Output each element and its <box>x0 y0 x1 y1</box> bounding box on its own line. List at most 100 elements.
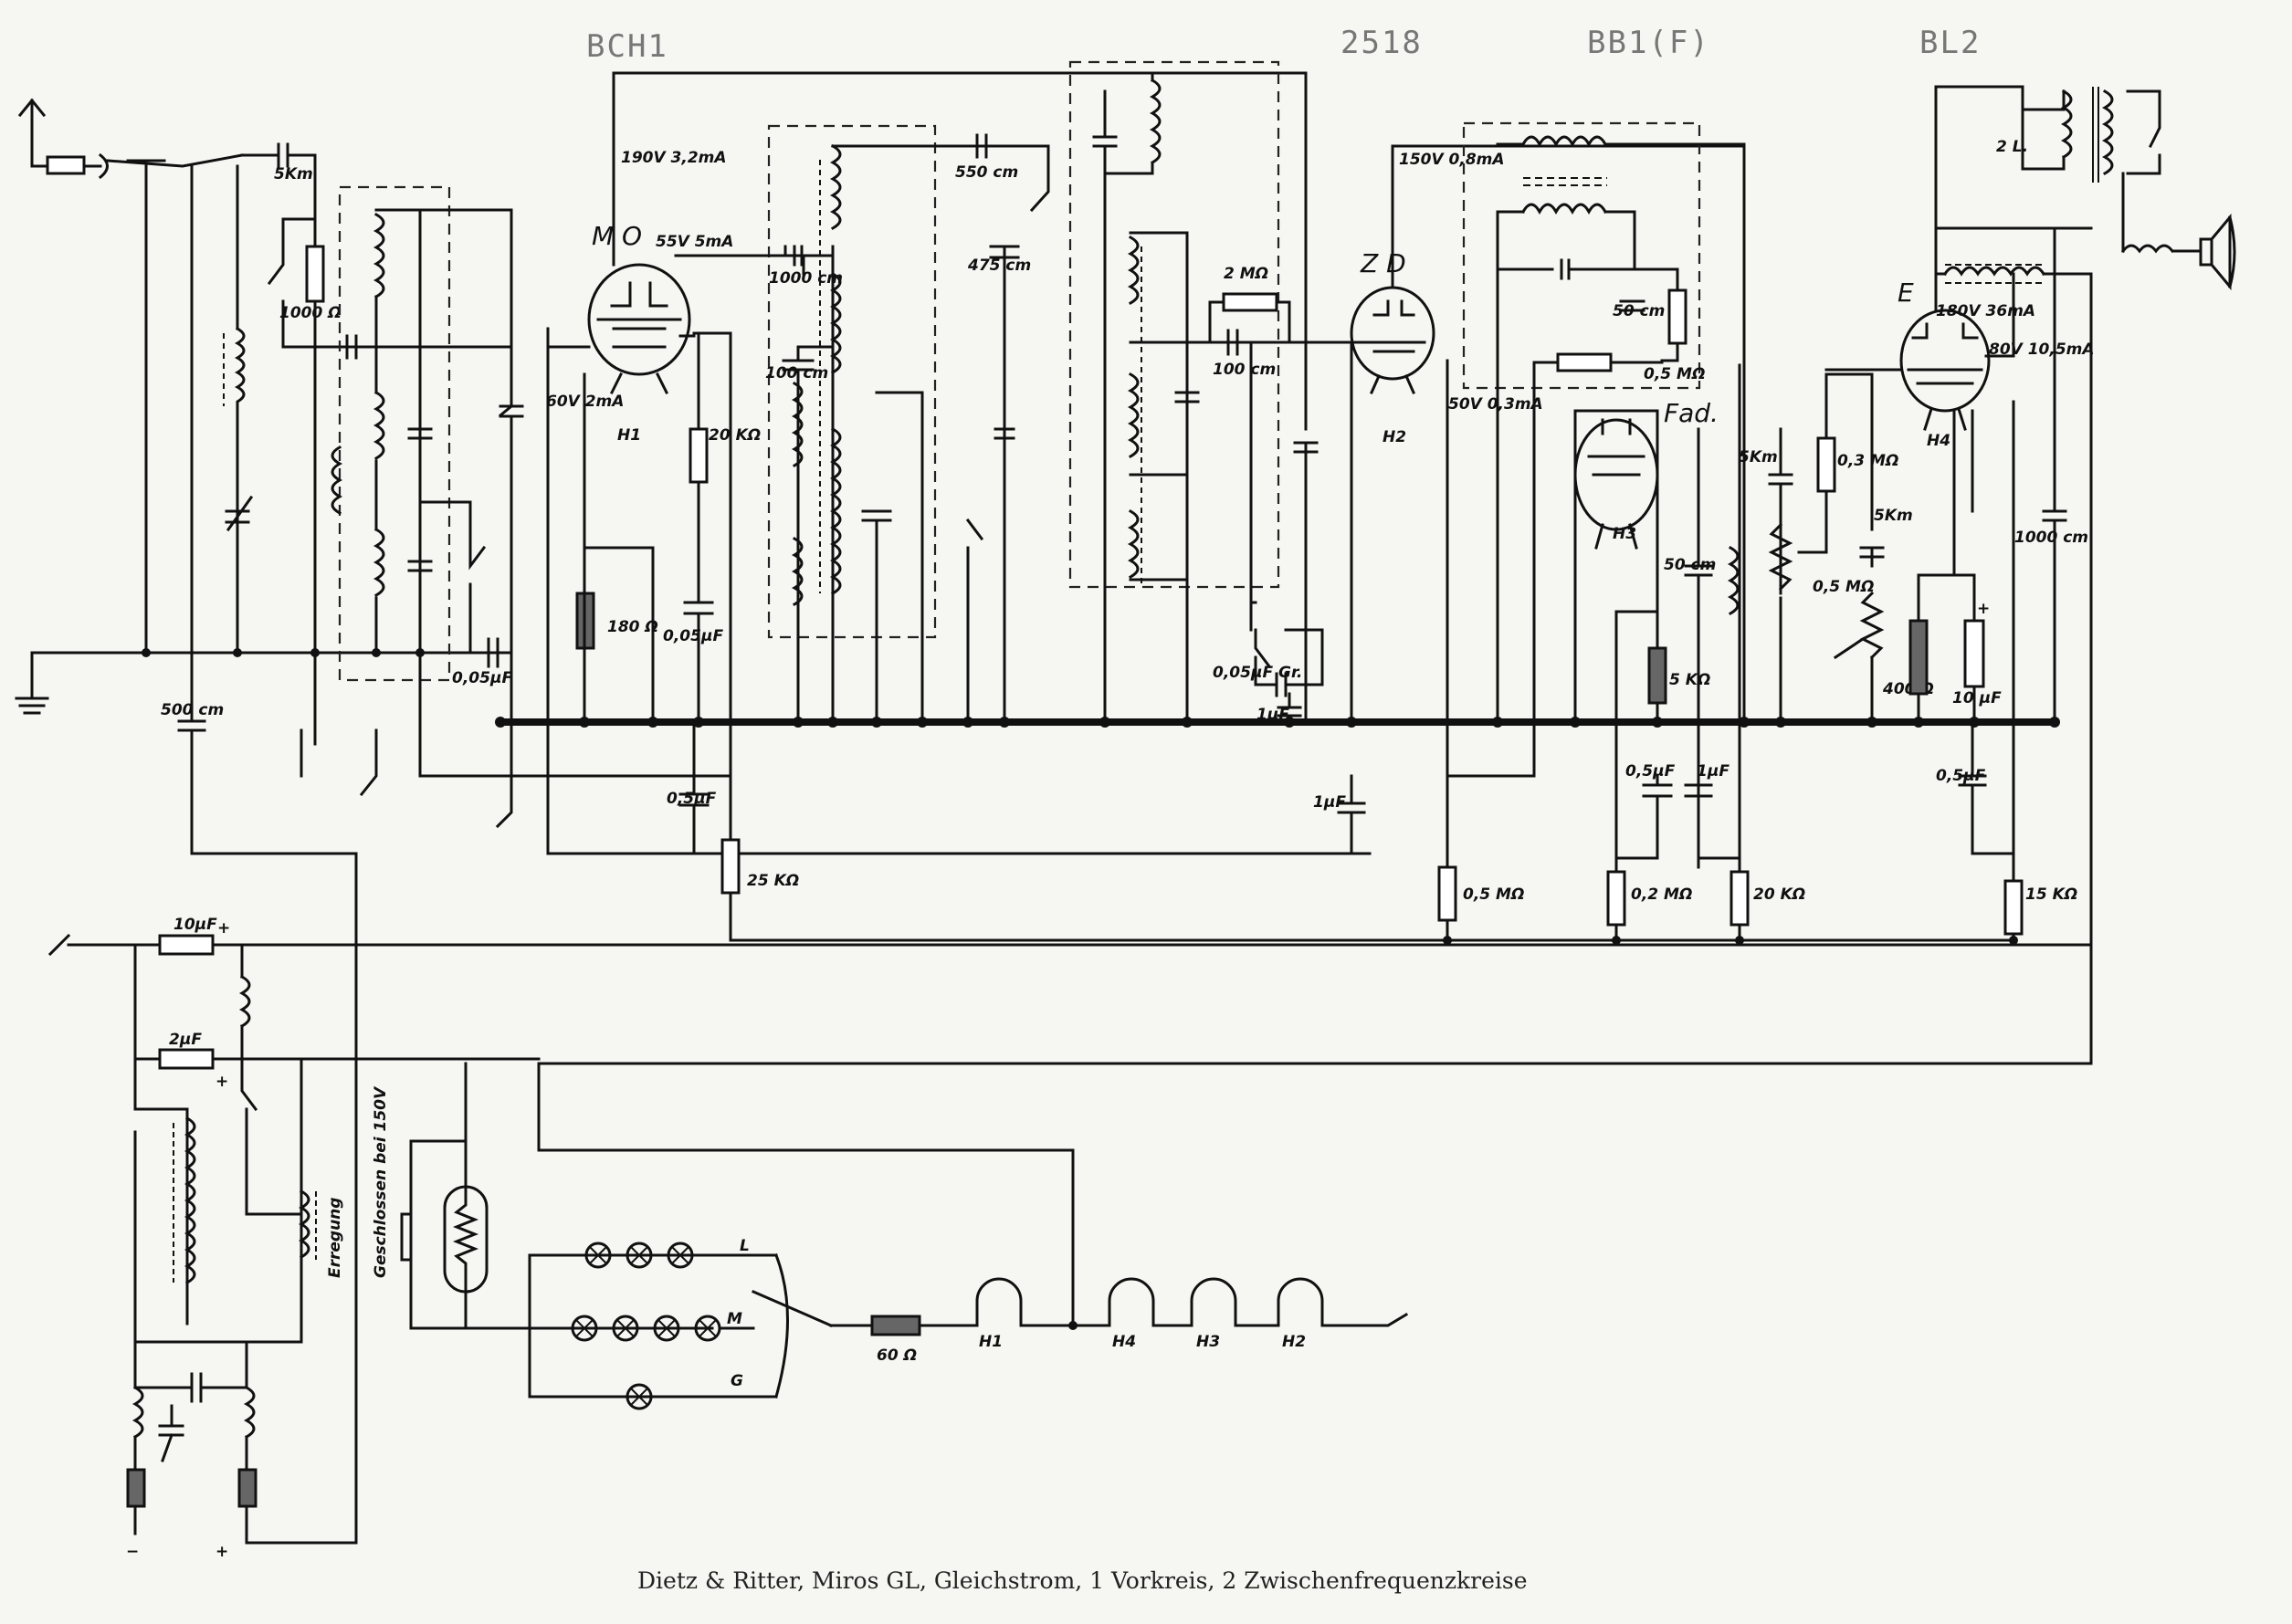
label-r-02m: 0,2 MΩ <box>1631 885 1692 904</box>
label-r-25k: 25 KΩ <box>747 872 799 890</box>
grid-switch-gr <box>1254 628 1324 697</box>
potentiometer-tone <box>1833 591 1885 723</box>
choke-top-icon <box>537 264 2093 1065</box>
label-r-05m-b: 0,5 MΩ <box>1644 365 1705 383</box>
capacitor-100cm-b <box>1222 329 1372 356</box>
tube-header-bb1f: BB1(F) <box>1587 25 1710 61</box>
tube-2518-electrodes <box>1359 299 1426 394</box>
resistor-0-2m <box>1606 870 1626 927</box>
resistor-5k <box>1647 646 1667 705</box>
pilot-lamps-icon <box>571 1242 721 1410</box>
label-c-10uf-a: 10 µF <box>1952 689 2002 707</box>
label-heater-h4: H4 <box>1927 432 1950 450</box>
resistor-15k <box>2003 879 2024 936</box>
plus-sign-2uf: + <box>216 1073 228 1091</box>
label-c-2uf: 2µF <box>169 1031 202 1049</box>
wire-2m <box>1140 300 1291 344</box>
label-tube-mo: M O <box>592 221 642 251</box>
label-tube-fad: Fad. <box>1664 398 1719 428</box>
wire-hv-rail <box>47 933 2093 1065</box>
capacitor-5km-a <box>1768 427 1793 522</box>
label-screen-bl2: 80V 10,5mA <box>1989 341 2095 359</box>
detector-coils-icon <box>1520 135 1608 215</box>
wire-if2-trim <box>1293 71 1319 723</box>
capacitor-mains-ground <box>158 1404 184 1462</box>
label-c-550: 550 cm <box>955 163 1018 182</box>
label-c-1000cm-b: 1000 cm <box>2014 529 2088 547</box>
label-anode-bl2: 180V 36mA <box>1936 302 2035 320</box>
wire-rail-taps <box>1446 918 2015 942</box>
label-switch-g: G <box>731 1372 743 1390</box>
junction-dots <box>142 648 2060 945</box>
label-c-005a: 0,05µF <box>452 669 512 687</box>
wire-lamp-bank <box>464 1253 778 1399</box>
label-gr: Gr. <box>1278 664 1302 682</box>
wire-bch1-anode <box>612 71 1308 267</box>
label-c-50cm-b: 50 cm <box>1664 556 1716 574</box>
resistor-0-5m-b <box>1556 352 1613 372</box>
wire-2518-cathode <box>1337 341 1372 855</box>
mains-fuses <box>126 1468 258 1508</box>
resistor-1000-ohm <box>305 245 325 303</box>
detector-load-shield <box>1462 121 1701 390</box>
wire-bb1f-returns <box>1614 856 1741 874</box>
wire-power-supply <box>133 1057 541 1344</box>
label-c-1000cm: 1000 cm <box>769 269 843 288</box>
wire-input-band <box>418 208 513 655</box>
trimmer-input <box>495 345 524 829</box>
resistor-2m <box>1222 292 1278 312</box>
wire-if2-secondary <box>1129 231 1200 723</box>
resistor-0-5m-a <box>1437 865 1457 922</box>
label-geschlossen: Geschlossen bei 150V <box>372 1085 390 1278</box>
label-spk-2l: 2 L. <box>1996 138 2028 156</box>
speaker-icon <box>2199 213 2236 291</box>
plus-sign-10uf-b: + <box>217 919 230 938</box>
wire-heater-chain <box>409 1062 1075 1330</box>
tube-bl2-electrodes <box>1907 322 1983 431</box>
label-c-005c: 0,05µF <box>1213 664 1273 682</box>
capacitor-50cm-b <box>1684 427 1713 869</box>
antenna-coil-icon <box>223 164 254 655</box>
plus-sign-10uf: + <box>1977 600 1990 618</box>
tube-header-bch1: BCH1 <box>586 28 668 65</box>
wire-filter-choke <box>133 943 251 1061</box>
resistor-400-ohm <box>1908 619 1929 696</box>
resistor-0-3m <box>1816 436 1836 493</box>
label-r-03m: 0,3 MΩ <box>1837 452 1898 470</box>
resistor-20k <box>689 427 709 484</box>
label-c-10uf-b: 10µF <box>173 916 217 934</box>
wire-if1-returns <box>831 245 984 723</box>
potentiometer-zigzag <box>1768 372 1828 723</box>
label-heater-1: H1 <box>979 1333 1003 1351</box>
label-heater-2: H4 <box>1112 1333 1136 1351</box>
tube-bch1 <box>587 263 691 376</box>
capacitor-100cm-a <box>782 345 835 723</box>
label-switch-m: M <box>727 1310 742 1328</box>
label-heater-h3: H3 <box>1613 525 1636 543</box>
wire-bb1f-coil <box>1727 363 1741 874</box>
wire-input <box>281 217 317 248</box>
capacitors-bb1f-low <box>1642 774 1713 860</box>
capacitor-0-05-a <box>473 637 513 668</box>
label-r-15k: 15 KΩ <box>2025 885 2077 904</box>
electrolytic-2uf <box>158 1048 215 1070</box>
label-heater-3: H3 <box>1196 1333 1220 1351</box>
capacitor-1000cm-b <box>2012 226 2067 723</box>
capacitor-550cm <box>831 133 1050 159</box>
wire-2518-anode <box>1391 144 1746 723</box>
tube-bl2 <box>1899 309 1991 413</box>
tube-2518 <box>1350 286 1435 381</box>
capacitor-500cm <box>177 651 358 1545</box>
resistor-detector <box>1667 288 1687 345</box>
resistor-20k-b <box>1730 870 1750 927</box>
label-c-1uf-c: 1µF <box>1697 762 1730 781</box>
wire-if2-primary <box>1092 71 1154 723</box>
capacitor-50cm-a <box>1619 299 1645 312</box>
figure-caption: Dietz & Ritter, Miros GL, Gleichstrom, 1… <box>637 1567 1528 1594</box>
if2-shield <box>1068 60 1280 589</box>
wire-bch1-feed <box>546 327 1372 855</box>
label-r-180: 180 Ω <box>607 618 658 636</box>
wire-b-plus-rail <box>729 891 2011 942</box>
wire-detector-load <box>1496 142 1746 280</box>
